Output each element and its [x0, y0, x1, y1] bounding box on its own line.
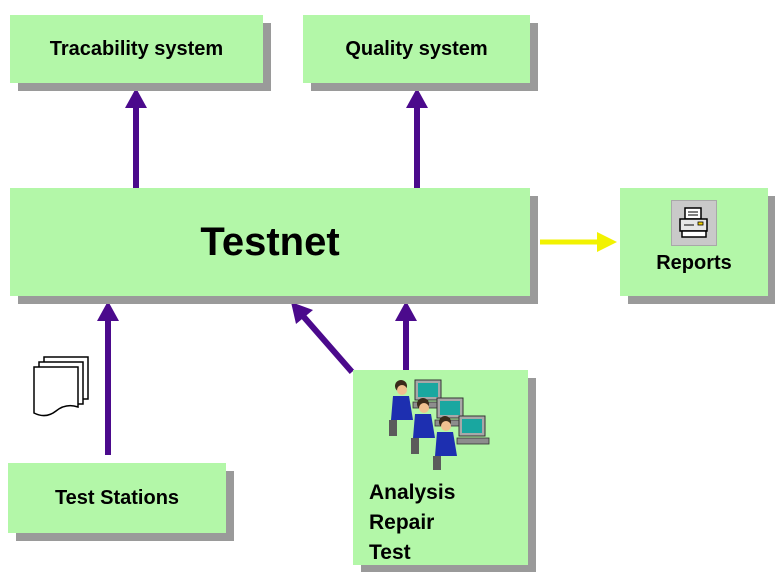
quality-system-label: Quality system — [345, 37, 488, 60]
arrow-analysis-diagonal-to-testnet — [291, 302, 355, 374]
document-stack-icon — [30, 355, 92, 426]
analysis-label: Analysis — [369, 481, 456, 504]
quality-system-box: Quality system — [303, 15, 530, 83]
testnet-label: Testnet — [200, 219, 340, 264]
test-label: Test — [369, 541, 411, 564]
arrow-teststations-to-testnet — [97, 301, 119, 455]
arrow-testnet-to-reports — [540, 232, 617, 252]
analysis-repair-test-labels: Analysis Repair Test — [369, 478, 455, 568]
test-stations-box: Test Stations — [8, 463, 226, 533]
reports-label: Reports — [656, 252, 732, 274]
arrow-analysis-to-testnet — [395, 301, 417, 370]
repair-label: Repair — [369, 511, 435, 534]
operators-at-workstations-icon — [377, 376, 497, 478]
arrow-testnet-to-tracability — [125, 88, 147, 188]
reports-box: Reports — [620, 188, 768, 296]
arrow-testnet-to-quality — [406, 88, 428, 188]
analysis-repair-test-box: Analysis Repair Test — [353, 370, 528, 565]
printer-icon — [671, 200, 717, 246]
tracability-system-box: Tracability system — [10, 15, 263, 83]
testnet-box: Testnet — [10, 188, 530, 296]
tracability-system-label: Tracability system — [49, 37, 224, 60]
test-stations-label: Test Stations — [54, 486, 180, 509]
